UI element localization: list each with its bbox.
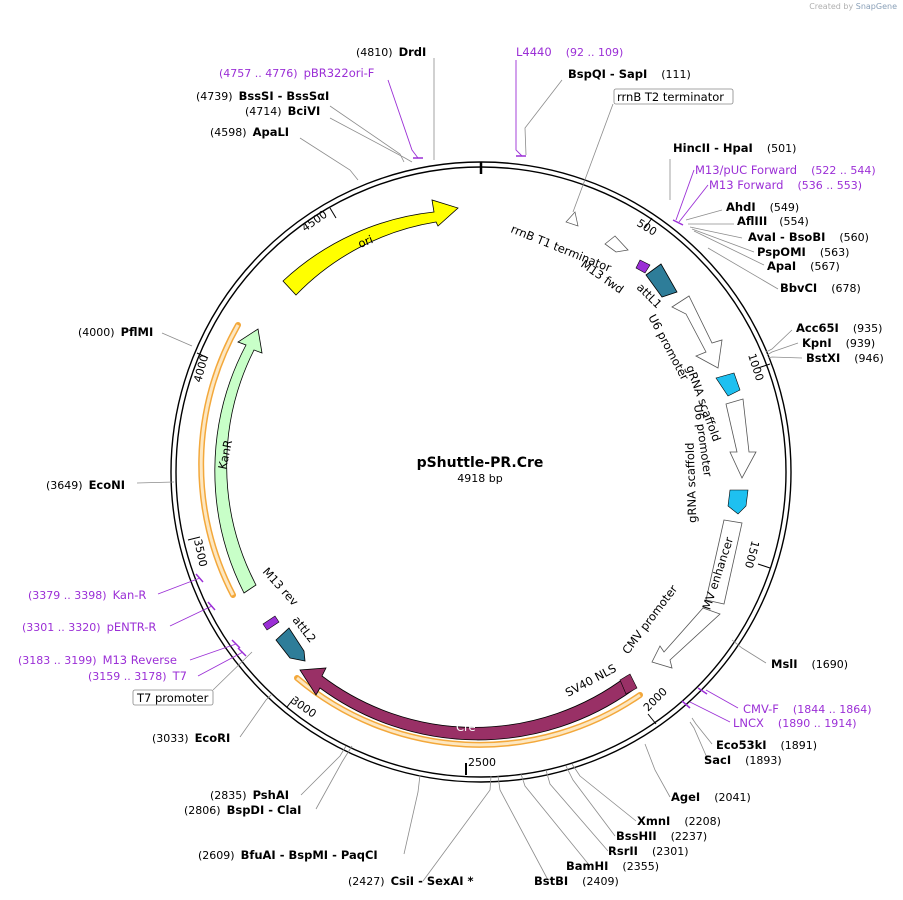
site-label: BstXI(946)	[806, 351, 884, 365]
site-label: Eco53kI(1891)	[716, 738, 817, 752]
primer-label: M13 Forward(536 .. 553)	[709, 178, 862, 192]
site-label: KpnI(939)	[802, 336, 875, 350]
primer-label: (3379 .. 3398)Kan-R	[28, 588, 146, 602]
primer-label: LNCX(1890 .. 1914)	[733, 716, 856, 730]
site-label: (4598)ApaLI	[210, 125, 289, 139]
feature-label: ori	[356, 232, 375, 251]
site-label: BstBI(2409)	[534, 874, 619, 888]
site-label: SacI(1893)	[704, 753, 782, 767]
feature-label: M13 rev	[260, 565, 302, 609]
tick-label: 3500	[191, 538, 210, 568]
feature-label: gRNA scaffold	[683, 442, 700, 523]
feature-attl1[interactable]: attL1	[634, 263, 678, 311]
site-label: PspOMI(563)	[757, 245, 849, 259]
site-label: (2806)BspDI - ClaI	[184, 803, 301, 817]
site-label: (2427)CsiI - SexAI *	[348, 874, 474, 888]
site-label: AvaI - BsoBI(560)	[748, 230, 869, 244]
site-label: AhdI(549)	[726, 200, 799, 214]
site-label: AgeI(2041)	[671, 790, 751, 804]
site-label: (4714)BciVI	[245, 104, 320, 118]
feature-ori[interactable]: ori	[282, 199, 459, 296]
site-label: AflIII(554)	[737, 214, 809, 228]
plasmid-name: pShuttle-PR.Cre	[417, 455, 544, 471]
site-label: BspQI - SapI(111)	[568, 67, 691, 81]
feature-t7-promoter[interactable]: T7 promoter	[132, 651, 253, 706]
site-label: (4810)DrdI	[356, 45, 426, 59]
feature-rrnb-t2-terminator[interactable]: rrnB T2 terminator	[565, 88, 734, 227]
site-label: (3033)EcoRI	[152, 731, 230, 745]
plasmid-title: pShuttle-PR.Cre 4918 bp	[417, 455, 544, 485]
feature-kanr[interactable]: KanR	[198, 322, 263, 598]
snapgene-watermark: Created by SnapGene	[809, 2, 897, 11]
feature-label: KanR	[215, 439, 235, 471]
tick-label: 3000	[288, 694, 318, 721]
primer-label: CMV-F(1844 .. 1864)	[743, 702, 871, 716]
site-label: Acc65I(935)	[796, 321, 882, 335]
primer-label: L4440(92 .. 109)	[516, 45, 623, 59]
tick-label: 4500	[299, 208, 329, 235]
tick-label: 2500	[468, 756, 496, 769]
primer-label: (3159 .. 3178)T7	[88, 669, 187, 683]
site-label: MslI(1690)	[771, 657, 848, 671]
feature-label: rrnB T2 terminator	[617, 90, 724, 104]
tick-label: 2000	[641, 685, 670, 714]
feature-label: T7 promoter	[136, 691, 209, 705]
feature-attl2[interactable]: attL2	[275, 613, 319, 662]
site-label: BbvCI(678)	[780, 281, 861, 295]
site-label: ApaI(567)	[767, 259, 840, 273]
site-label: (3649)EcoNI	[46, 478, 125, 492]
site-label: HincII - HpaI(501)	[673, 141, 796, 155]
snapgene-logo: SnapGene	[855, 2, 897, 11]
site-label: (4000)PflMI	[78, 325, 153, 339]
feature-rrnb-t1-terminator[interactable]: rrnB T1 terminator	[509, 222, 629, 275]
tick-label: 1500	[742, 539, 762, 569]
site-label: (2609)BfuAI - BspMI - PaqCI	[198, 848, 378, 862]
primer-leaders	[157, 60, 739, 723]
site-label: BamHI(2355)	[566, 859, 659, 873]
primer-label: M13/pUC Forward(522 .. 544)	[695, 163, 876, 177]
feature-cmv-enhancer[interactable]: CMV enhancer	[697, 519, 743, 619]
site-label: (2835)PshAI	[210, 788, 289, 802]
tick-label: 500	[634, 217, 659, 239]
site-leaders	[136, 58, 803, 882]
tick-label: 4000	[191, 353, 211, 383]
feature-label: Cre	[456, 720, 476, 734]
site-label: RsrII(2301)	[608, 844, 689, 858]
plasmid-length: 4918 bp	[457, 472, 502, 485]
primer-label: (4757 .. 4776)pBR322ori-F	[219, 66, 374, 80]
restriction-sites: (4810)DrdI BspQI - SapI(111) (4739)BssSI…	[46, 45, 884, 888]
site-label: XmnI(2208)	[637, 814, 721, 828]
primer-label: (3183 .. 3199)M13 Reverse	[18, 653, 177, 667]
primer-labels: L4440(92 .. 109) (4757 .. 4776)pBR322ori…	[18, 45, 876, 730]
feature-grna-scaffold[interactable]: gRNA scaffold	[683, 442, 749, 523]
site-label: BssHII(2237)	[616, 829, 707, 843]
feature-cre[interactable]: Cre	[294, 667, 643, 748]
site-label: (4739)BssSI - BssSαI	[196, 89, 329, 103]
primer-label: (3301 .. 3320)pENTR-R	[22, 620, 156, 634]
position-ticks: 500 1000 1500 2000 2500 3000 3500 4000 4…	[187, 162, 771, 775]
